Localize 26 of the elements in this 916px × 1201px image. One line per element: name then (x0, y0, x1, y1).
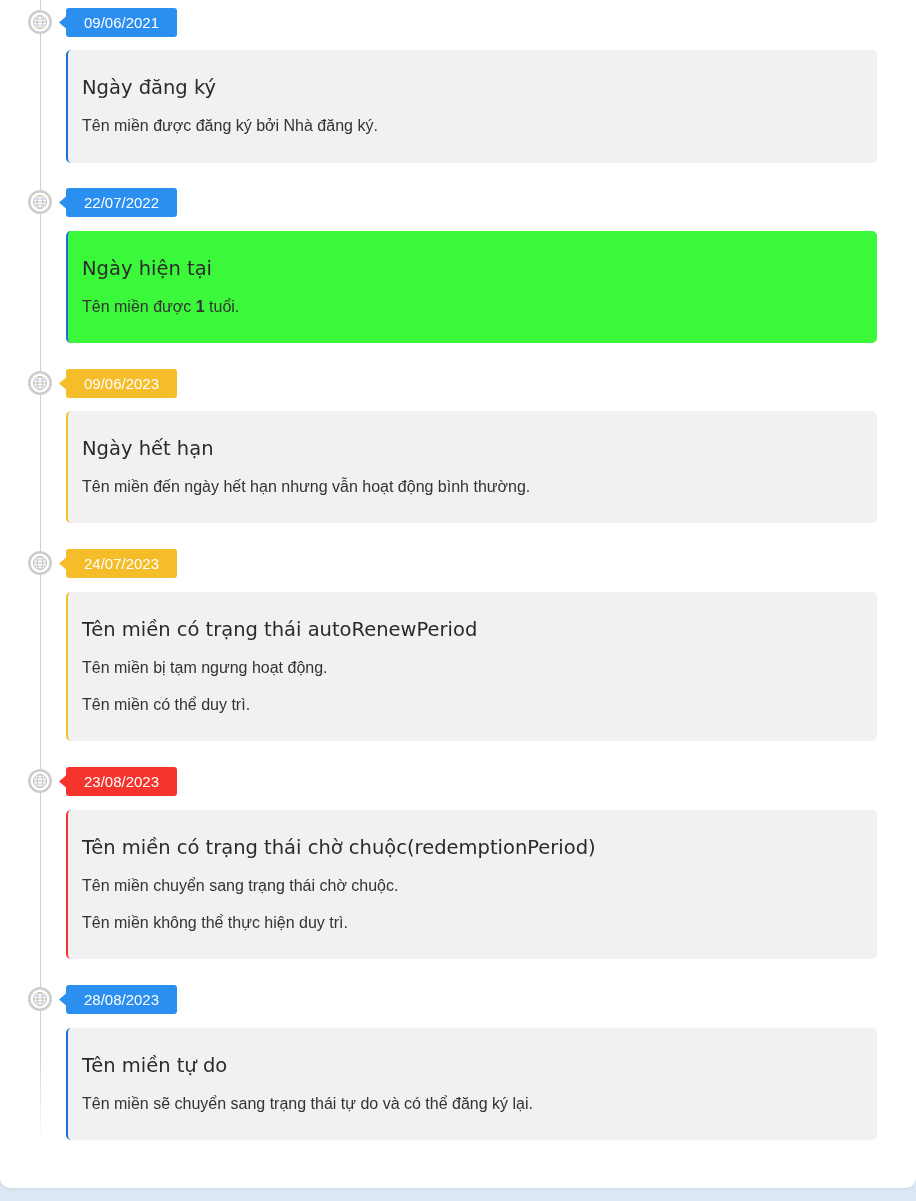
card-title: Tên miền tự do (82, 1053, 228, 1079)
date-badge: 24/07/2023 (58, 549, 177, 578)
event-card (66, 1028, 877, 1140)
date-badge: 23/08/2023 (58, 767, 177, 796)
card-title: Tên miền có trạng thái autoRenewPeriod (82, 617, 478, 643)
date-badge: 28/08/2023 (58, 985, 177, 1014)
card-text: Tên miền được 1 tuổi. (82, 297, 240, 317)
event-card (66, 592, 877, 741)
card-text: Tên miền được đăng ký bởi Nhà đăng ký. (82, 116, 378, 136)
date-badge: 09/06/2021 (58, 8, 177, 37)
card-text: Tên miền bị tạm ngưng hoạt động. (82, 658, 328, 678)
event-card (66, 411, 877, 523)
card-text: Tên miền đến ngày hết hạn nhưng vẫn hoạt động bình thường. (82, 476, 531, 497)
card-text: Tên miền chuyển sang trạng thái chờ chuộc. (82, 876, 399, 896)
date-badge: 22/07/2022 (58, 188, 177, 217)
card-text: Tên miền sẽ chuyển sang trạng thái tự do và có thể đăng ký lại. (82, 1094, 533, 1114)
card-title: Ngày đăng ký (82, 75, 217, 101)
date-badge: 09/06/2023 (58, 369, 177, 398)
event-card (66, 810, 877, 959)
card-title: Ngày hết hạn (82, 436, 214, 462)
card-text: Tên miền không thể thực hiện duy trì. (82, 913, 348, 933)
event-card (66, 50, 877, 163)
event-card (66, 231, 877, 343)
card-title: Tên miền có trạng thái chờ chuộc(redemptionPeriod) (82, 835, 596, 861)
card-title: Ngày hiện tại (82, 256, 212, 282)
card-text: Tên miền có thể duy trì. (82, 695, 251, 715)
